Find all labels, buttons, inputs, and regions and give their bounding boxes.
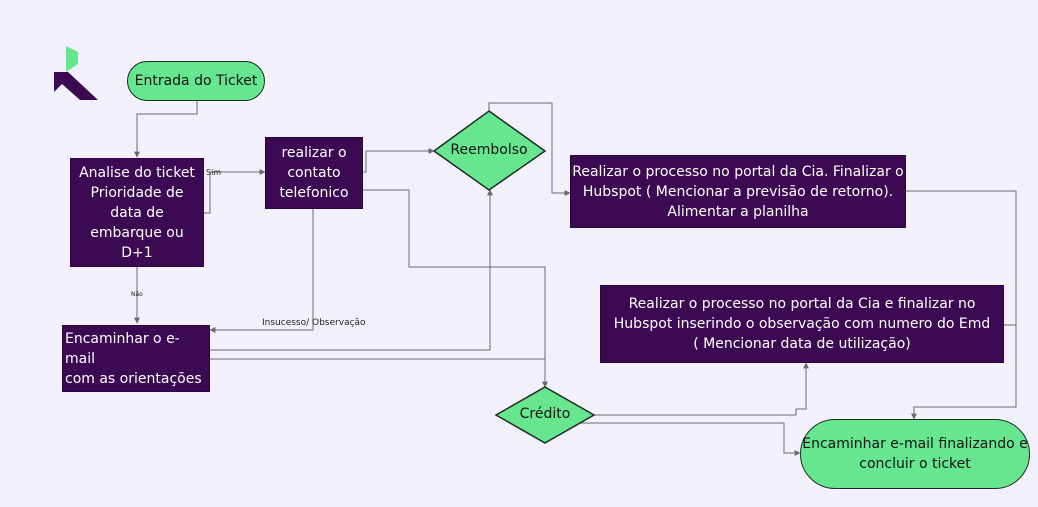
portal-refund-label: Realizar o processo no portal da Cia. Fi… <box>572 163 904 220</box>
portal-credit-label: Realizar o processo no portal da Cia e f… <box>613 296 991 352</box>
analyze-ticket-node: Analise do ticket Prioridade de data de … <box>70 158 204 267</box>
phone-contact-label: realizar o contato telefonico <box>279 145 349 201</box>
edge-label-no: Não <box>131 291 143 298</box>
start-node: Entrada do Ticket <box>127 61 265 101</box>
decision-credit-shape <box>494 386 596 444</box>
edge-label-failure: Insucesso/ Observação <box>262 318 366 328</box>
edge-contact-to-credit <box>363 189 548 388</box>
portal-refund-node: Realizar o processo no portal da Cia. Fi… <box>570 155 906 228</box>
edge-start-to-analyze <box>134 100 198 158</box>
logo-green-leaf <box>66 46 78 72</box>
edge-label-yes: Sim <box>206 168 222 177</box>
edge-credit-to-portal-credit <box>594 362 809 416</box>
edge-analyze-to-contact-yes <box>204 169 266 214</box>
edge-email-to-refund <box>210 189 493 351</box>
decision-refund-label: Reembolso <box>450 142 528 158</box>
analyze-ticket-label: Analise do ticket Prioridade de data de … <box>79 164 195 261</box>
finish-node: Encaminhar e-mail finalizando e concluir… <box>800 419 1030 489</box>
edge-contact-to-refund <box>363 148 435 173</box>
edge-portal-refund-to-finish <box>906 190 1017 420</box>
decision-credit-label: Crédito <box>519 406 571 422</box>
portal-credit-node: Realizar o processo no portal da Cia e f… <box>600 285 1004 363</box>
start-label: Entrada do Ticket <box>134 73 258 89</box>
edge-refund-to-portal-refund <box>488 102 571 196</box>
company-logo <box>54 46 98 100</box>
email-guidance-node: Encaminhar o e-mail com as orientações <box>62 325 210 392</box>
finish-label: Encaminhar e-mail finalizando e concluir… <box>802 436 1028 472</box>
email-guidance-label: Encaminhar o e-mail com as orientações <box>65 330 202 387</box>
phone-contact-node: realizar o contato telefonico <box>265 137 363 209</box>
decision-refund-shape <box>432 110 547 191</box>
edge-contact-to-email-failure <box>209 209 314 333</box>
logo-purple-chevron <box>54 72 98 100</box>
